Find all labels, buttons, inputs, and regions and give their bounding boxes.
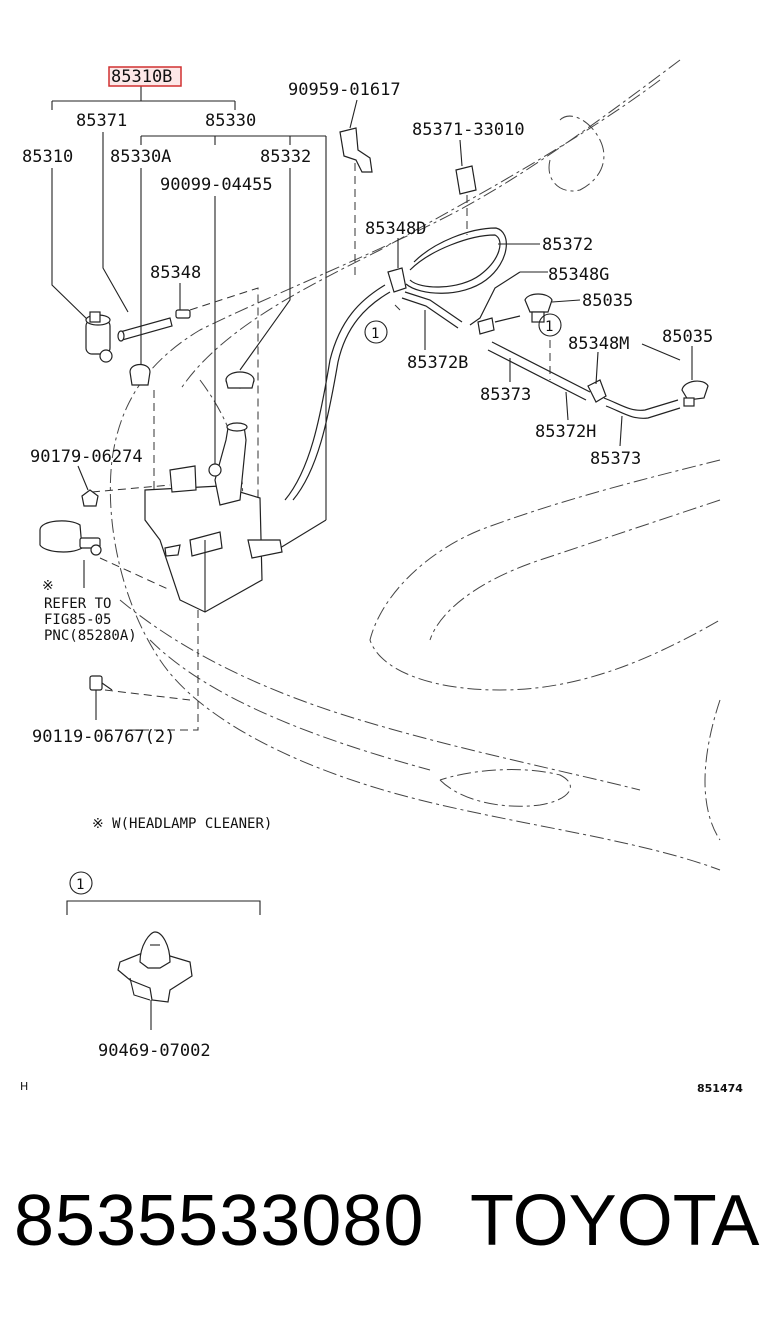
clamp-85371-33010 — [455, 165, 477, 195]
nozzle-85035-a — [524, 293, 553, 323]
clamp-90959 — [339, 127, 373, 173]
right-leaders — [77, 99, 693, 720]
svg-text:REFER TO: REFER TO — [44, 596, 111, 612]
joint-85348g — [469, 271, 521, 335]
label-90099-04455[interactable]: 90099-04455 — [160, 175, 273, 195]
label-85372[interactable]: 85372 — [542, 235, 593, 255]
label-85330a[interactable]: 85330A — [110, 147, 171, 167]
footer: 8535533080 TOYOTA — [0, 1180, 760, 1300]
footer-part-number: 8535533080 — [14, 1181, 425, 1261]
joint-85348m — [587, 379, 607, 403]
bolt-90099 — [208, 463, 222, 477]
headlamp-cleaner-note: ※ W(HEADLAMP CLEANER) — [92, 816, 272, 832]
label-85035-a[interactable]: 85035 — [582, 291, 633, 311]
svg-text:FIG85-05: FIG85-05 — [44, 612, 111, 628]
label-85348m[interactable]: 85348M — [568, 334, 629, 354]
callout-1-a: 1 — [364, 320, 388, 344]
refer-note: ※ REFER TO FIG85-05 PNC(85280A) — [42, 578, 137, 644]
callout-1-b: 1 — [538, 313, 562, 337]
grommet — [129, 363, 151, 386]
nut-90179 — [81, 489, 99, 507]
hose-joint — [175, 309, 191, 319]
figure-id: 851474 — [697, 1082, 743, 1095]
nozzle-85035-b — [681, 380, 709, 407]
label-85372b[interactable]: 85372B — [407, 353, 468, 373]
label-85035-b[interactable]: 85035 — [662, 327, 713, 347]
washer-pump — [85, 311, 113, 363]
car-body-outline — [109, 59, 721, 871]
label-85348g[interactable]: 85348G — [548, 265, 609, 285]
label-85373-b[interactable]: 85373 — [590, 449, 641, 469]
label-85310b[interactable]: 85310B — [111, 67, 172, 87]
label-85310[interactable]: 85310 — [22, 147, 73, 167]
corner-code-left: H — [20, 1080, 28, 1093]
part-labels: 85310B 85371 85330 85310 85330A 85332 90… — [22, 67, 713, 1061]
svg-text:※: ※ — [42, 578, 54, 594]
label-90959-01617[interactable]: 90959-01617 — [288, 80, 401, 100]
label-85373-a[interactable]: 85373 — [480, 385, 531, 405]
parts-diagram: 85310B 85371 85330 85310 85330A 85332 90… — [20, 59, 743, 1095]
hose-85373-a — [487, 341, 591, 401]
hose-loop-85372 — [405, 227, 507, 294]
label-85371-33010[interactable]: 85371-33010 — [412, 120, 525, 140]
label-85348d[interactable]: 85348D — [365, 219, 426, 239]
label-85332[interactable]: 85332 — [260, 147, 311, 167]
svg-text:1: 1 — [545, 319, 553, 335]
hose-85373-b — [603, 397, 681, 419]
clip-90469 — [117, 931, 193, 1003]
label-90469-07002[interactable]: 90469-07002 — [98, 1041, 211, 1061]
label-90119-06767[interactable]: 90119-06767(2) — [32, 727, 175, 747]
pump-hose — [117, 317, 173, 342]
footer-brand: TOYOTA — [470, 1181, 760, 1261]
washer-tank — [144, 422, 283, 613]
svg-text:1: 1 — [76, 877, 84, 893]
bolt-90119 — [89, 675, 113, 691]
joint-85348d — [387, 267, 407, 293]
label-90179-06274[interactable]: 90179-06274 — [30, 447, 143, 467]
hose-85372b — [401, 291, 463, 329]
label-85330[interactable]: 85330 — [205, 111, 256, 131]
label-85348[interactable]: 85348 — [150, 263, 201, 283]
group-brackets — [51, 86, 327, 549]
tank-hose — [284, 284, 391, 501]
headlamp-cleaner-pump — [39, 520, 102, 556]
svg-text:PNC(85280A): PNC(85280A) — [44, 628, 137, 644]
label-85372h[interactable]: 85372H — [535, 422, 596, 442]
svg-text:1: 1 — [371, 326, 379, 342]
inlet-cap — [225, 371, 255, 389]
detail-1-inset: 1 — [66, 871, 261, 1030]
label-85371[interactable]: 85371 — [76, 111, 127, 131]
selected-part-highlight — [108, 66, 182, 87]
